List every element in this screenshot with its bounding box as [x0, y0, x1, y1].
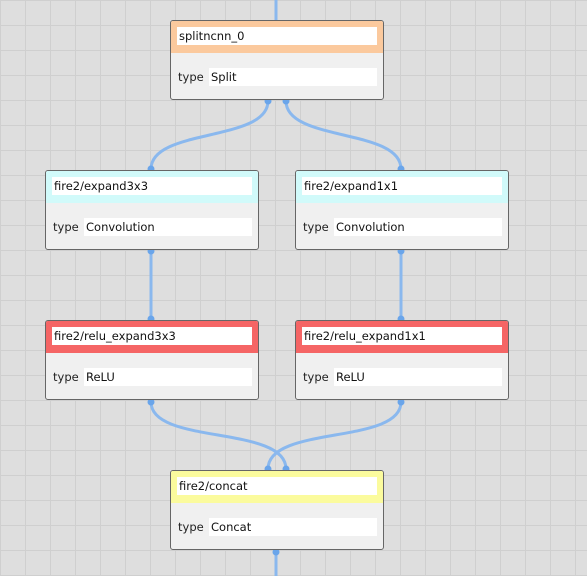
node-fire2-expand1x1[interactable]: fire2/expand1x1 type Convolution	[295, 170, 509, 250]
node-header: fire2/relu_expand3x3	[46, 321, 258, 353]
edge-relu1x1-to-concat	[266, 401, 403, 470]
edge-relu3x3-to-concat	[149, 401, 288, 470]
type-label: type	[53, 220, 79, 234]
edge-split-to-expand1x1	[284, 100, 403, 170]
node-name-field[interactable]: splitncnn_0	[177, 27, 377, 45]
node-header: splitncnn_0	[171, 21, 383, 53]
node-body: type Concat	[171, 503, 383, 549]
node-header: fire2/relu_expand1x1	[296, 321, 508, 353]
node-body: type Convolution	[46, 203, 258, 249]
node-body: type ReLU	[296, 353, 508, 399]
node-body: type ReLU	[46, 353, 258, 399]
type-label: type	[178, 70, 204, 84]
node-name-field[interactable]: fire2/expand1x1	[302, 177, 502, 195]
node-splitncnn-0[interactable]: splitncnn_0 type Split	[170, 20, 384, 100]
node-body: type Convolution	[296, 203, 508, 249]
type-value-field[interactable]: Convolution	[84, 218, 252, 236]
node-header: fire2/expand1x1	[296, 171, 508, 203]
type-label: type	[303, 370, 329, 384]
node-fire2-relu-expand3x3[interactable]: fire2/relu_expand3x3 type ReLU	[45, 320, 259, 400]
node-name-field[interactable]: fire2/relu_expand1x1	[302, 327, 502, 345]
type-label: type	[178, 520, 204, 534]
node-header: fire2/concat	[171, 471, 383, 503]
node-fire2-expand3x3[interactable]: fire2/expand3x3 type Convolution	[45, 170, 259, 250]
node-name-field[interactable]: fire2/relu_expand3x3	[52, 327, 252, 345]
node-fire2-concat[interactable]: fire2/concat type Concat	[170, 470, 384, 550]
type-value-field[interactable]: Convolution	[334, 218, 502, 236]
type-value-field[interactable]: ReLU	[84, 368, 252, 386]
edge-split-to-expand3x3	[149, 100, 270, 170]
type-label: type	[53, 370, 79, 384]
type-value-field[interactable]: ReLU	[334, 368, 502, 386]
type-label: type	[303, 220, 329, 234]
type-value-field[interactable]: Split	[209, 68, 377, 86]
node-fire2-relu-expand1x1[interactable]: fire2/relu_expand1x1 type ReLU	[295, 320, 509, 400]
node-body: type Split	[171, 53, 383, 99]
node-name-field[interactable]: fire2/expand3x3	[52, 177, 252, 195]
type-value-field[interactable]: Concat	[209, 518, 377, 536]
node-name-field[interactable]: fire2/concat	[177, 477, 377, 495]
node-header: fire2/expand3x3	[46, 171, 258, 203]
